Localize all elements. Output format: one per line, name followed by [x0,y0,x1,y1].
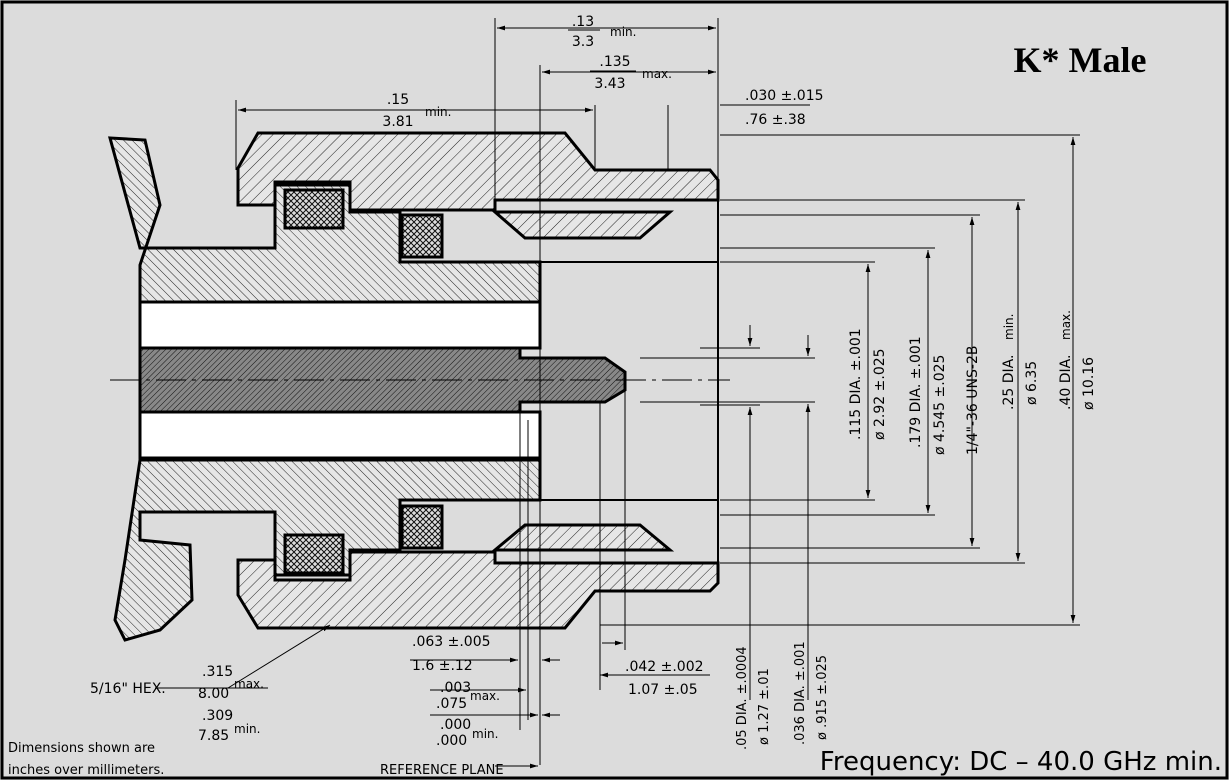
dim-030-in: .030 ±.015 [745,88,824,104]
dim-15-q: min. [425,105,451,119]
dim-13-q: min. [610,25,636,39]
dim-uns-thread: 1/4"-36 UNS-2B [965,346,981,455]
hex-315-in: .315 [202,664,233,680]
dim-40-in: .40 DIA. [1058,355,1074,410]
outer-conductor-lower [490,523,675,552]
hex-309-mm: 7.85 [198,728,229,744]
dim-042-in: .042 ±.002 [625,659,704,675]
drawing-title: K* Male [1014,40,1147,80]
dim-042-mm: 1.07 ±.05 [628,682,698,698]
dim-179-mm: ø 4.545 ±.025 [932,355,948,455]
hex-315-q: max. [234,677,264,691]
dim-05-in: .05 DIA. ±.0004 [735,646,750,750]
seal-upper [283,188,345,230]
dim-063-in: .063 ±.005 [412,634,491,650]
dim-40-mm: ø 10.16 [1081,357,1097,410]
dim-003-in: .003 [440,680,471,696]
dim-036-mm: ø .915 ±.025 [815,655,830,740]
connector-section [108,131,720,642]
dim-15-in: .15 [387,92,409,108]
hex-label: 5/16" HEX. [90,681,166,697]
note-line-1: Dimensions shown are [8,741,155,756]
dim-030-mm: .76 ±.38 [745,112,806,128]
dim-115-mm: ø 2.92 ±.025 [872,348,888,440]
dim-13-in: .13 [572,14,594,30]
outer-conductor-upper [490,210,675,240]
seal-lower [283,533,345,575]
dim-179-in: .179 DIA. ±.001 [908,336,924,448]
hex-315-mm: 8.00 [198,686,229,702]
reference-plane-label: REFERENCE PLANE [380,763,504,778]
dim-115-in: .115 DIA. ±.001 [848,328,864,440]
dim-25-q: min. [1002,314,1016,340]
dim-25-in: .25 DIA. [1001,355,1017,410]
dim-15-mm: 3.81 [382,114,413,130]
ring-upper [400,213,444,259]
ring-lower [400,504,444,550]
dim-003-q: max. [470,689,500,703]
dim-25-mm: ø 6.35 [1024,361,1040,405]
dim-063-mm: 1.6 ±.12 [412,658,473,674]
dim-000-q: min. [472,727,498,741]
dim-05-mm: ø 1.27 ±.01 [757,668,772,745]
dimension-lines [155,18,1080,769]
dim-40-q: max. [1059,310,1073,340]
hex-309-in: .309 [202,708,233,724]
dim-003-mm: .075 [436,696,467,712]
hex-309-q: min. [234,722,260,736]
dim-135-q: max. [642,67,672,81]
dim-036-in: .036 DIA. ±.001 [793,641,808,745]
note-line-2: inches over millimeters. [8,763,164,778]
dielectric-lower [138,410,542,460]
dim-135-mm: 3.43 [594,76,625,92]
dielectric-upper [138,300,542,350]
dim-000-in: .000 [440,717,471,733]
dim-13-mm: 3.3 [572,34,594,50]
dim-135-in: .135 [599,54,630,70]
dim-000-mm: .000 [436,733,467,749]
frequency-label: Frequency: DC – 40.0 GHz min. [820,747,1222,777]
